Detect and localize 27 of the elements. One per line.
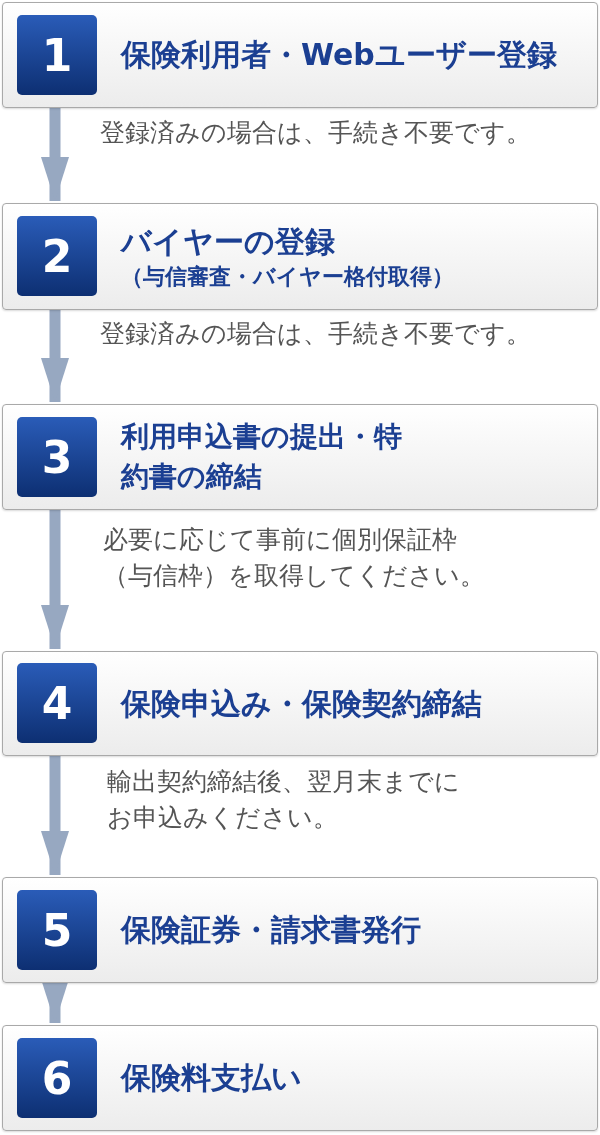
number-badge: 1 — [17, 15, 97, 95]
step-title: 保険料支払い — [121, 1059, 302, 1097]
arrow — [41, 510, 69, 649]
step-box — [2, 651, 598, 756]
edge-label: 必要に応じて事前に個別保証枠（与信枠）を取得してください。 — [103, 524, 486, 592]
step-title: 保険証券・請求書発行 — [121, 911, 421, 949]
number-badge: 3 — [17, 417, 97, 497]
arrow — [41, 310, 69, 402]
step-title: 利用申込書の提出・特約書の締結 — [121, 419, 403, 495]
number-badge: 6 — [17, 1038, 97, 1118]
step-subtitle: （与信審査・バイヤー格付取得） — [121, 262, 454, 291]
step-box — [2, 203, 598, 310]
edge-label: 輸出契約締結後、翌月末までにお申込みください。 — [107, 766, 461, 834]
step-title: 保険申込み・保険契約締結 — [121, 684, 482, 723]
number-badge: 2 — [17, 216, 97, 296]
step-title: 保険利用者・Webユーザー登録 — [121, 36, 557, 74]
number-badge: 5 — [17, 890, 97, 970]
step-box — [2, 2, 598, 108]
step-box — [2, 1025, 598, 1131]
step-box — [2, 404, 598, 510]
arrow — [41, 108, 69, 201]
number-badge: 4 — [17, 663, 97, 743]
edge-label: 登録済みの場合は、手続き不要です。 — [100, 117, 532, 149]
step-box — [2, 877, 598, 983]
step-title: バイヤーの登録 — [121, 222, 336, 261]
edge-label: 登録済みの場合は、手続き不要です。 — [100, 318, 532, 350]
arrow — [41, 756, 69, 875]
